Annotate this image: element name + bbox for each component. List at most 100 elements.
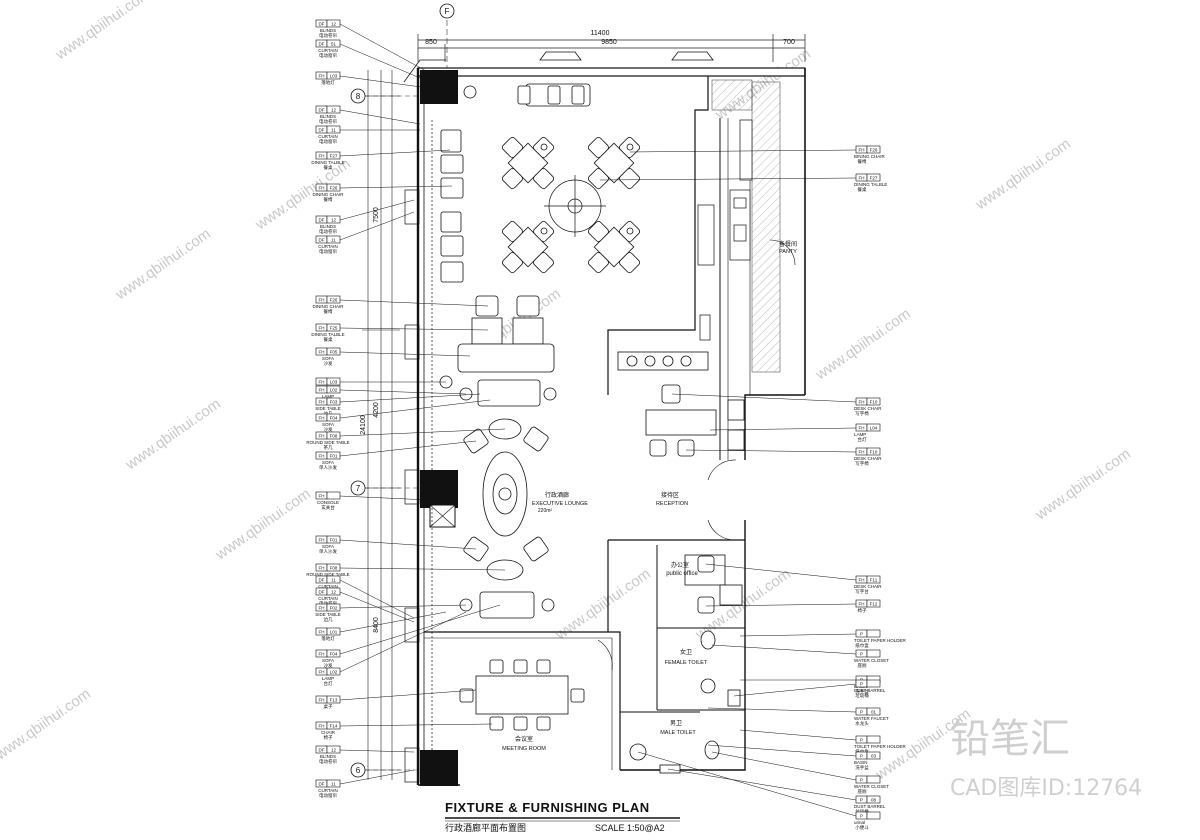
tag-name-cn: 沙发 [324, 360, 333, 367]
tag-number: 11 [331, 782, 336, 787]
tag-name-cn: 电动窗帘 [319, 52, 337, 59]
tag-name-cn: 沙发 [324, 426, 333, 433]
tag-name-en: WATER CLOSET [854, 784, 889, 789]
grid-label-8: 8 [356, 92, 361, 101]
top-window-units [403, 51, 714, 83]
tag-number: 51 [331, 42, 337, 47]
tag-number: 03 [871, 754, 877, 759]
tag-code: DF [319, 42, 325, 47]
meeting-room-cn: 会议室 [515, 735, 533, 743]
female-toilet-en: FEMALE TOILET [665, 660, 708, 666]
tag-name-en: SOFA [322, 356, 334, 361]
tag-name-en: BLINDS [320, 114, 336, 119]
tag-code: DF [319, 22, 325, 27]
reception-area [617, 351, 745, 457]
tag-name-en: SOFA [322, 460, 334, 465]
plan-scale: SCALE 1:50@A2 [595, 823, 665, 833]
meeting-room-furniture [459, 659, 585, 731]
tag-name-cn: 餐椅 [858, 158, 867, 165]
tag-name-en: SOFA [322, 544, 334, 549]
plan-title-cn: 行政酒廊平面布置图 [445, 822, 526, 833]
tag-code: P [860, 710, 863, 715]
plan-title: FIXTURE & FURNISHING PLAN [445, 800, 650, 815]
pantry-hatched-zone [751, 81, 781, 373]
tag-name-en: DINING TALBLE [854, 182, 887, 187]
male-toilet-en: MALE TOILET [660, 730, 696, 736]
tag-code: P [860, 738, 863, 743]
tag-number: L03 [330, 380, 338, 385]
tag-name-en: WATER CLOSET [854, 658, 889, 663]
dim-seg-1: 850 [425, 39, 437, 46]
center-chandelier [544, 175, 606, 237]
tag-number: F10 [870, 450, 878, 455]
tag-name-en: SOFA [322, 658, 334, 663]
tag-code: P [860, 814, 863, 819]
tag-code: FH [859, 578, 865, 583]
tag-name-en: LAMP [322, 676, 334, 681]
tag-number: F08 [330, 434, 338, 439]
overall-width-dim: 11400 [591, 30, 610, 37]
tag-name-cn: 写字椅 [855, 410, 869, 417]
tag-code: FH [859, 148, 865, 153]
tag-code: FH [319, 350, 325, 355]
tag-code: FH [319, 538, 325, 543]
tag-name-en: SOFA [322, 422, 334, 427]
reception-label-cn: 接待区 [661, 491, 679, 499]
tag-code: P [860, 778, 863, 783]
tag-number: 12 [331, 748, 337, 753]
tag-number: 11 [331, 238, 336, 243]
tag-name-en: ROUND SIDE TABLE [306, 440, 349, 445]
tag-name-cn: 电动卷帘 [319, 758, 337, 765]
tag-number: F01 [330, 454, 338, 459]
tag-name-en: TOILET PAPER HOLDER [854, 744, 907, 749]
tag-number: F08 [330, 566, 338, 571]
tag-code: FH [859, 400, 865, 405]
tag-name-cn: 沙发 [324, 662, 333, 669]
square-dining-set [501, 136, 555, 190]
tag-name-cn: 洗手盆 [855, 688, 869, 695]
tag-number: F27 [330, 154, 338, 159]
vdim-4200: 4200 [373, 402, 380, 418]
tag-code: FH [319, 652, 325, 657]
tag-code: FH [319, 494, 325, 499]
tag-code: FH [859, 450, 865, 455]
tag-name-en: CURTAIN [318, 48, 338, 53]
tag-name-en: DUST BARREL [854, 804, 886, 809]
lounge-label-en: EXECUTIVE LOUNGE [532, 501, 588, 507]
tag-name-cn: 餐桌 [324, 164, 333, 171]
tag-code: FH [319, 400, 325, 405]
tag-name-cn: 茶几 [324, 444, 333, 451]
tag-name-cn: 纸巾盒 [855, 642, 869, 649]
middle-dining-sofa [439, 295, 557, 407]
tag-name-cn: 电动窗帘 [319, 248, 337, 255]
tag-name-cn: 台灯 [324, 680, 333, 687]
female-toilet-cn: 女卫 [680, 648, 692, 656]
tag-number: F05 [330, 350, 338, 355]
tag-name-en: LAMP [322, 394, 334, 399]
tag-name-cn: 电动窗帘 [319, 792, 337, 799]
tag-name-cn: 电动窗帘 [319, 138, 337, 145]
tag-number: L02 [330, 388, 338, 393]
tag-number: F02 [330, 606, 338, 611]
tag-number: F26 [330, 298, 338, 303]
tag-code: FH [319, 724, 325, 729]
male-toilet-cn: 男卫 [670, 720, 682, 727]
lounge-seating [459, 418, 555, 619]
room-labels: 备餐间 PANTY 行政酒廊 EXECUTIVE LOUNGE 220m² 接待… [502, 240, 797, 752]
